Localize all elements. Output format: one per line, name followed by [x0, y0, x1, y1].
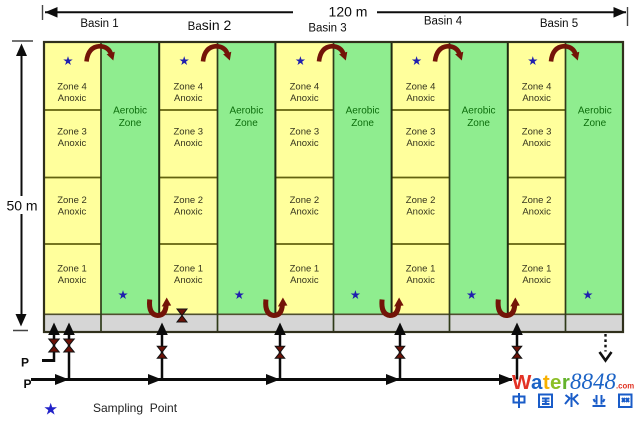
svg-text:Zone: Zone [235, 118, 258, 129]
svg-text:Zone 3: Zone 3 [174, 127, 204, 138]
svg-text:Anoxic: Anoxic [406, 207, 435, 218]
svg-text:Aerobic: Aerobic [578, 106, 612, 117]
svg-text:Zone: Zone [583, 118, 606, 129]
svg-text:Anoxic: Anoxic [58, 138, 87, 149]
svg-text:Aerobic: Aerobic [346, 106, 380, 117]
svg-text:Zone 4: Zone 4 [522, 81, 552, 92]
svg-text:Basin 5: Basin 5 [540, 18, 578, 30]
svg-text:P: P [21, 356, 29, 370]
svg-text:Anoxic: Anoxic [174, 138, 203, 149]
svg-text:Anoxic: Anoxic [58, 93, 87, 104]
svg-text:Basin 1: Basin 1 [80, 18, 118, 30]
svg-text:Aerobic: Aerobic [462, 106, 496, 117]
svg-text:Zone 2: Zone 2 [406, 195, 436, 206]
svg-text:Zone 3: Zone 3 [522, 127, 552, 138]
svg-text:Zone 4: Zone 4 [406, 81, 436, 92]
svg-text:Anoxic: Anoxic [522, 138, 551, 149]
svg-text:Aerobic: Aerobic [113, 106, 147, 117]
svg-text:Zone 2: Zone 2 [57, 195, 87, 206]
svg-text:120 m: 120 m [329, 3, 368, 19]
svg-text:Zone: Zone [467, 118, 490, 129]
svg-text:Anoxic: Anoxic [522, 93, 551, 104]
svg-text:Anoxic: Anoxic [406, 93, 435, 104]
svg-text:Zone 2: Zone 2 [174, 195, 204, 206]
svg-text:Zone 1: Zone 1 [522, 264, 552, 275]
svg-text:Basin 2: Basin 2 [188, 17, 232, 33]
svg-text:P: P [24, 377, 32, 391]
svg-text:Anoxic: Anoxic [174, 207, 203, 218]
svg-text:Anoxic: Anoxic [290, 93, 319, 104]
svg-text:Anoxic: Anoxic [290, 207, 319, 218]
svg-text:.com: .com [616, 382, 634, 391]
svg-text:Zone 3: Zone 3 [57, 127, 87, 138]
svg-text:Anoxic: Anoxic [406, 275, 435, 286]
svg-text:Zone 3: Zone 3 [290, 127, 320, 138]
svg-text:Zone 1: Zone 1 [406, 264, 436, 275]
svg-text:Anoxic: Anoxic [58, 207, 87, 218]
svg-text:Zone 2: Zone 2 [290, 195, 320, 206]
svg-text:8848: 8848 [570, 369, 617, 394]
svg-text:Zone 3: Zone 3 [406, 127, 436, 138]
svg-text:Zone 4: Zone 4 [57, 81, 87, 92]
svg-text:Zone 1: Zone 1 [174, 264, 204, 275]
svg-text:Anoxic: Anoxic [290, 275, 319, 286]
svg-text:Zone 2: Zone 2 [522, 195, 552, 206]
svg-text:Sampling Point: Sampling Point [93, 401, 178, 415]
svg-text:Anoxic: Anoxic [174, 93, 203, 104]
svg-text:Anoxic: Anoxic [290, 138, 319, 149]
svg-text:Zone: Zone [119, 118, 142, 129]
svg-text:Anoxic: Anoxic [522, 207, 551, 218]
svg-text:Zone 4: Zone 4 [174, 81, 204, 92]
svg-text:Aerobic: Aerobic [229, 106, 263, 117]
svg-text:Anoxic: Anoxic [174, 275, 203, 286]
svg-text:Anoxic: Anoxic [406, 138, 435, 149]
svg-text:Anoxic: Anoxic [522, 275, 551, 286]
svg-text:Basin 4: Basin 4 [424, 16, 463, 28]
svg-text:Zone 4: Zone 4 [290, 81, 320, 92]
svg-text:Zone 1: Zone 1 [290, 264, 320, 275]
svg-text:Anoxic: Anoxic [58, 275, 87, 286]
svg-text:Zone 1: Zone 1 [57, 264, 87, 275]
svg-text:Basin 3: Basin 3 [308, 23, 346, 35]
svg-text:Zone: Zone [351, 118, 374, 129]
svg-text:50 m: 50 m [6, 198, 37, 214]
svg-text:Water: Water [512, 371, 570, 394]
